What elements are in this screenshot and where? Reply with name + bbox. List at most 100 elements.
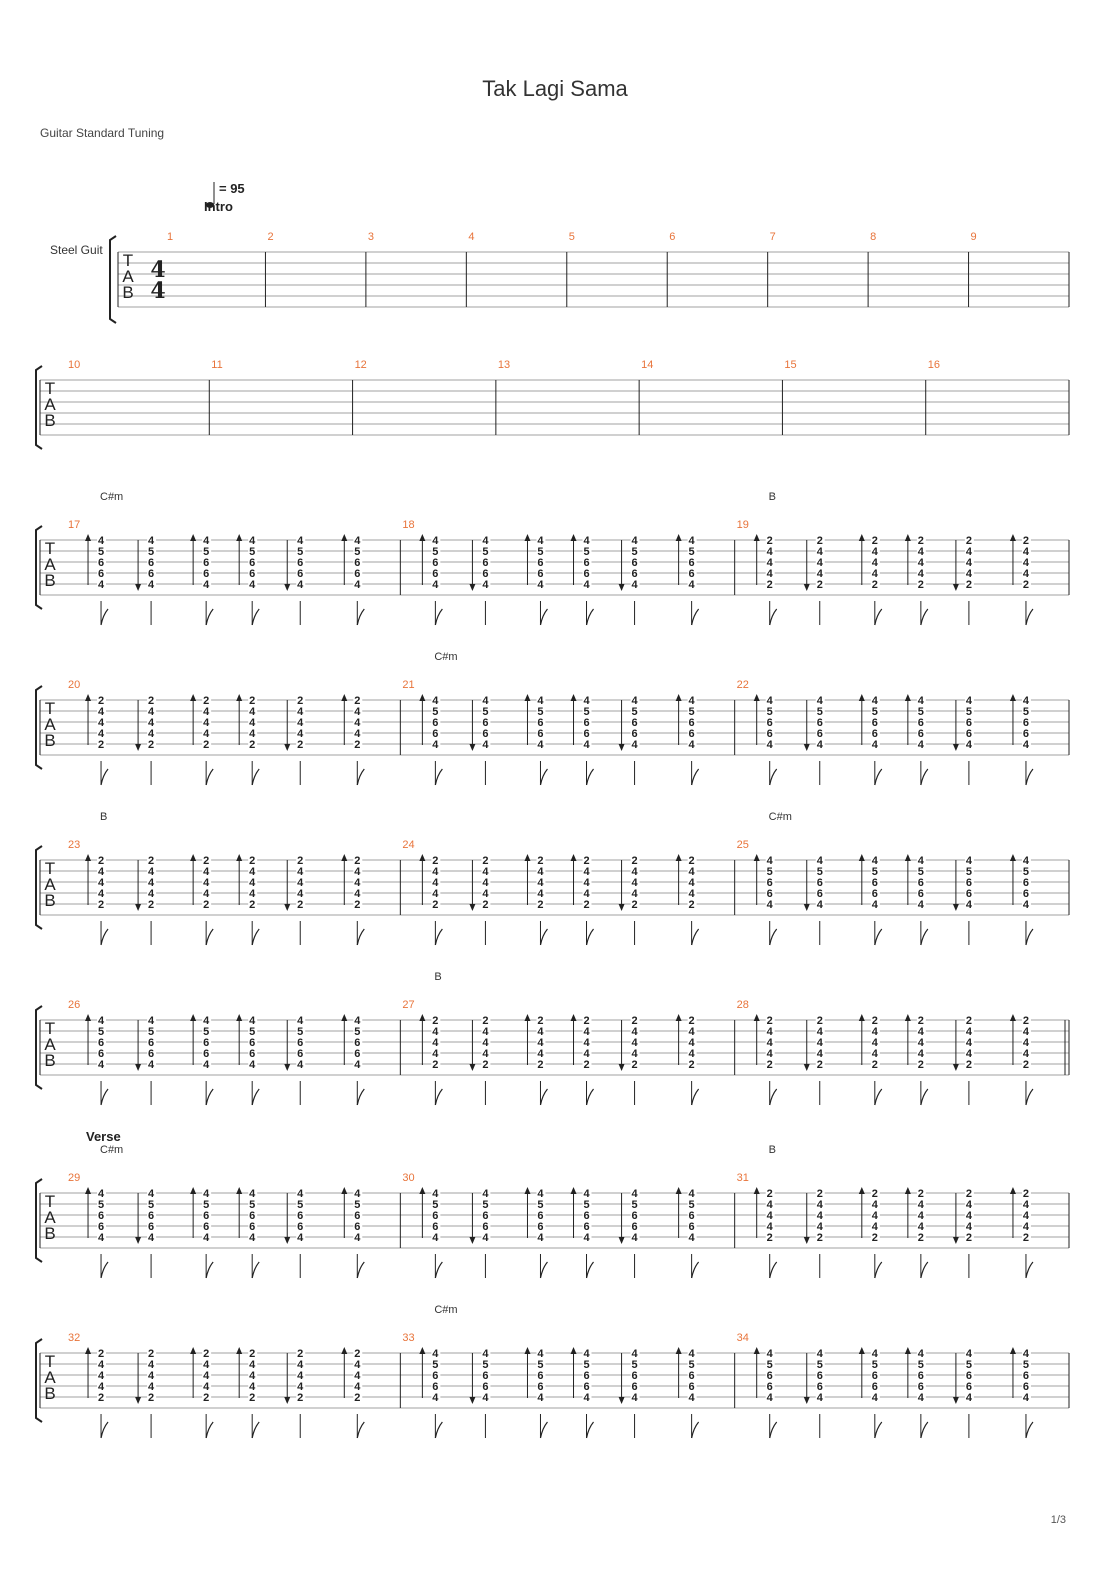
strum-down-arrow xyxy=(469,584,476,591)
fret-number: 4 xyxy=(767,899,774,911)
note-flag xyxy=(769,1421,778,1439)
note-flag xyxy=(1025,928,1034,946)
tab-letter: B xyxy=(44,1384,55,1403)
system-bracket xyxy=(35,525,43,610)
fret-number: 4 xyxy=(918,1037,925,1049)
fret-number: 6 xyxy=(918,1370,924,1382)
strum-down-arrow xyxy=(952,904,959,911)
fret-number: 6 xyxy=(482,1381,488,1393)
strum-down-arrow xyxy=(135,904,142,911)
fret-number: 4 xyxy=(354,1232,361,1244)
fret-backdrop xyxy=(431,1015,441,1071)
fret-number: 4 xyxy=(98,866,105,878)
fret-number: 5 xyxy=(632,1359,638,1371)
time-signature-bottom: 4 xyxy=(150,278,165,304)
fret-number: 2 xyxy=(537,855,543,867)
measure-number: 20 xyxy=(68,679,80,691)
note-flag xyxy=(539,768,548,786)
measure: 14 xyxy=(641,359,783,435)
fret-number: 4 xyxy=(583,1026,590,1038)
fret-number: 4 xyxy=(872,739,879,751)
fret-number: 4 xyxy=(203,728,210,740)
note-flag xyxy=(100,1421,109,1439)
fret-number: 6 xyxy=(689,557,695,569)
strum-up-arrow xyxy=(190,694,197,701)
strum-up-arrow xyxy=(419,854,426,861)
measure: 11 xyxy=(211,359,354,435)
fret-number: 4 xyxy=(148,1381,155,1393)
strum-up-arrow xyxy=(904,694,911,701)
fret-number: 6 xyxy=(482,1370,488,1382)
fret-number: 2 xyxy=(1023,1232,1029,1244)
fret-backdrop xyxy=(147,855,157,911)
fret-backdrop xyxy=(536,695,546,751)
fret-number: 2 xyxy=(98,1348,104,1360)
fret-number: 6 xyxy=(632,568,638,580)
fret-number: 4 xyxy=(203,1188,210,1200)
fret-number: 4 xyxy=(203,1370,210,1382)
fret-number: 2 xyxy=(203,739,209,751)
fret-number: 2 xyxy=(148,695,154,707)
fret-number: 4 xyxy=(249,877,256,889)
strum-down-arrow xyxy=(952,744,959,751)
fret-number: 5 xyxy=(537,1359,543,1371)
fret-number: 4 xyxy=(249,1015,256,1027)
fret-number: 6 xyxy=(98,1037,104,1049)
fret-number: 4 xyxy=(918,1026,925,1038)
note-flag xyxy=(1025,768,1034,786)
fret-number: 4 xyxy=(98,1359,105,1371)
fret-backdrop xyxy=(431,695,441,751)
fret-backdrop xyxy=(687,855,697,911)
strum-down-arrow xyxy=(803,584,810,591)
strum-up-arrow xyxy=(524,1014,531,1021)
strum-up-arrow xyxy=(419,534,426,541)
fret-number: 4 xyxy=(689,1026,696,1038)
note-flag xyxy=(205,1421,214,1439)
fret-backdrop xyxy=(296,535,306,591)
fret-number: 5 xyxy=(689,546,695,558)
fret-number: 6 xyxy=(1023,728,1029,740)
fret-number: 4 xyxy=(1023,899,1030,911)
fret-number: 6 xyxy=(689,1381,695,1393)
fret-number: 4 xyxy=(1023,1221,1030,1233)
note-flag xyxy=(434,768,443,786)
fret-number: 6 xyxy=(537,1210,543,1222)
measure-number: 9 xyxy=(971,231,977,243)
strum-up-arrow xyxy=(675,534,682,541)
fret-number: 5 xyxy=(432,706,438,718)
measure-number: 16 xyxy=(928,359,940,371)
fret-number: 4 xyxy=(583,1048,590,1060)
note-flag xyxy=(100,608,109,626)
strum-up-arrow xyxy=(524,854,531,861)
fret-backdrop xyxy=(815,1188,825,1244)
fret-number: 5 xyxy=(632,1199,638,1211)
fret-number: 5 xyxy=(148,1199,154,1211)
strum-up-arrow xyxy=(524,534,531,541)
fret-number: 6 xyxy=(148,1221,154,1233)
fret-number: 4 xyxy=(249,1232,256,1244)
strum-up-arrow xyxy=(236,534,243,541)
fret-number: 6 xyxy=(354,1221,360,1233)
fret-number: 5 xyxy=(767,1359,773,1371)
fret-number: 6 xyxy=(354,1037,360,1049)
fret-backdrop xyxy=(964,535,974,591)
fret-backdrop xyxy=(536,1188,546,1244)
strum-up-arrow xyxy=(341,1187,348,1194)
fret-number: 4 xyxy=(872,855,879,867)
fret-number: 4 xyxy=(918,1199,925,1211)
fret-number: 4 xyxy=(482,535,489,547)
fret-number: 4 xyxy=(966,1037,973,1049)
fret-number: 5 xyxy=(203,546,209,558)
note-flag xyxy=(356,1421,365,1439)
fret-number: 4 xyxy=(203,717,210,729)
strum-up-arrow xyxy=(1009,694,1016,701)
fret-number: 6 xyxy=(872,888,878,900)
